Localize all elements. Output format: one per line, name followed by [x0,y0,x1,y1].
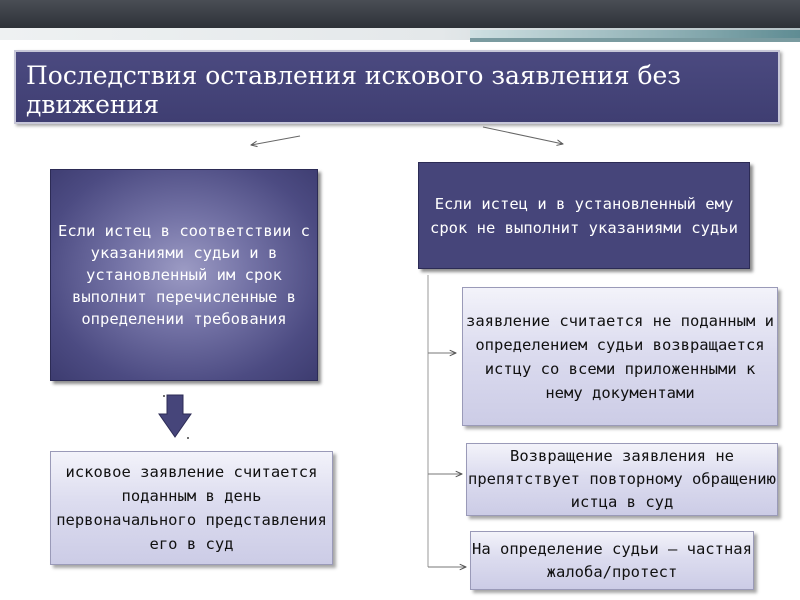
right-result-box-1: заявление считается не поданным и опреде… [462,287,778,426]
diagram-title: Последствия оставления искового заявлени… [14,50,780,124]
left-condition-text: Если истец в соответствии с указаниями с… [58,222,310,328]
right-condition-box: Если истец и в установленный ему срок не… [418,162,750,269]
top-bar [0,0,800,28]
left-result-box: исковое заявление считается поданным в д… [50,451,333,565]
arrow-to-left-branch [251,135,301,145]
right-result-text-2: Возвращение заявления не препятствует по… [468,447,776,511]
down-block-arrow [158,394,192,438]
arrow-to-right-branch [482,126,563,144]
dot-marker [163,395,165,397]
left-condition-box: Если истец в соответствии с указаниями с… [50,169,318,381]
left-result-text: исковое заявление считается поданным в д… [56,463,327,553]
right-result-text-3: На определение судьи – частная жалоба/пр… [472,539,752,581]
right-result-box-2: Возвращение заявления не препятствует по… [466,443,778,516]
right-result-box-3: На определение судьи – частная жалоба/пр… [470,531,754,590]
decor-stripe-line [470,38,800,42]
right-condition-text: Если истец и в установленный ему срок не… [430,194,738,237]
right-result-text-1: заявление считается не поданным и опреде… [466,311,774,402]
dot-marker [187,437,189,439]
decor-stripe-accent [470,30,800,38]
